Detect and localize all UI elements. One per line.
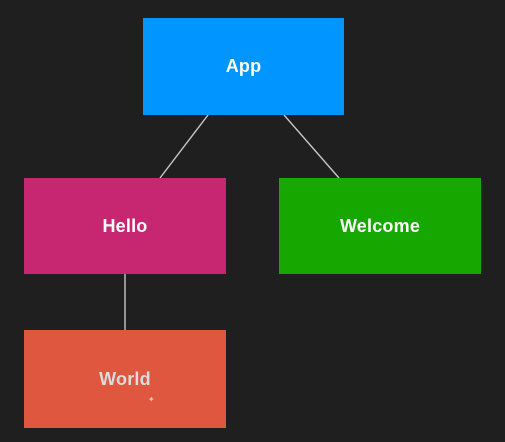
edge-app-welcome <box>283 114 340 179</box>
node-world-label: World <box>99 368 151 389</box>
cursor-icon: ✦ <box>148 395 155 404</box>
node-hello-label: Hello <box>102 215 148 236</box>
edge-app-hello <box>159 114 209 179</box>
node-hello: Hello <box>24 178 226 274</box>
node-app: App <box>143 18 344 115</box>
node-app-label: App <box>225 56 262 76</box>
node-world: World <box>24 330 226 428</box>
node-welcome-label: Welcome <box>339 215 421 236</box>
node-welcome: Welcome <box>279 178 481 274</box>
